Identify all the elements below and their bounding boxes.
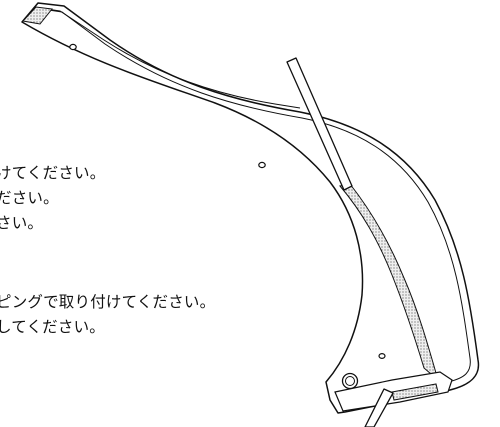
instruction-line-3: さい。 xyxy=(0,214,44,232)
foam-tape-bottom xyxy=(391,383,439,401)
mounting-rail xyxy=(39,7,301,109)
instruction-line-1: けてください。 xyxy=(0,164,106,182)
mounting-hole-3 xyxy=(378,353,386,360)
instruction-line-2: ださい。 xyxy=(0,189,59,207)
screw-hole-inner xyxy=(345,376,355,386)
release-strip-top xyxy=(286,57,353,191)
mounting-hole-1 xyxy=(69,43,77,51)
instruction-line-4: ピングで取り付けてください。 xyxy=(0,293,216,311)
mounting-hole-2 xyxy=(258,161,266,169)
mudflap-outer-outline xyxy=(21,2,480,414)
mudflap-inner-rim xyxy=(29,8,471,405)
foam-tape-top xyxy=(22,6,53,25)
instruction-line-5: してください。 xyxy=(0,318,105,336)
release-strip-bottom xyxy=(364,388,394,427)
